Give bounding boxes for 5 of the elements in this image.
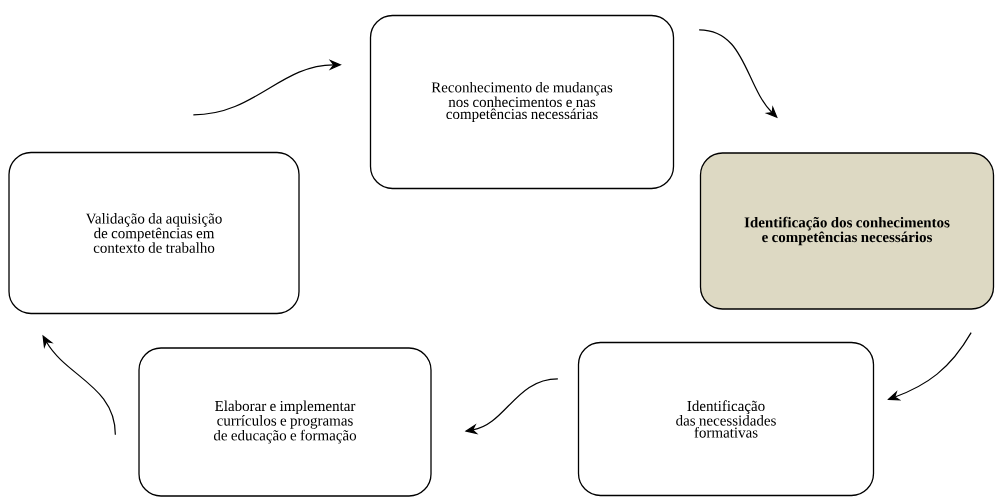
process-box: Reconhecimento de mudanças nos conhecimentos e nas competências necessárias — [369, 14, 675, 190]
process-box: Identificação das necessidades formativas — [577, 341, 875, 497]
process-box: Validação da aquisição de competências em contexto de trabalho — [8, 151, 300, 315]
process-box: Elaborar e implementar currículos e programas de educação e formação — [138, 347, 432, 497]
process-box: Identificação dos conhecimentos e competências necessários — [699, 152, 995, 310]
